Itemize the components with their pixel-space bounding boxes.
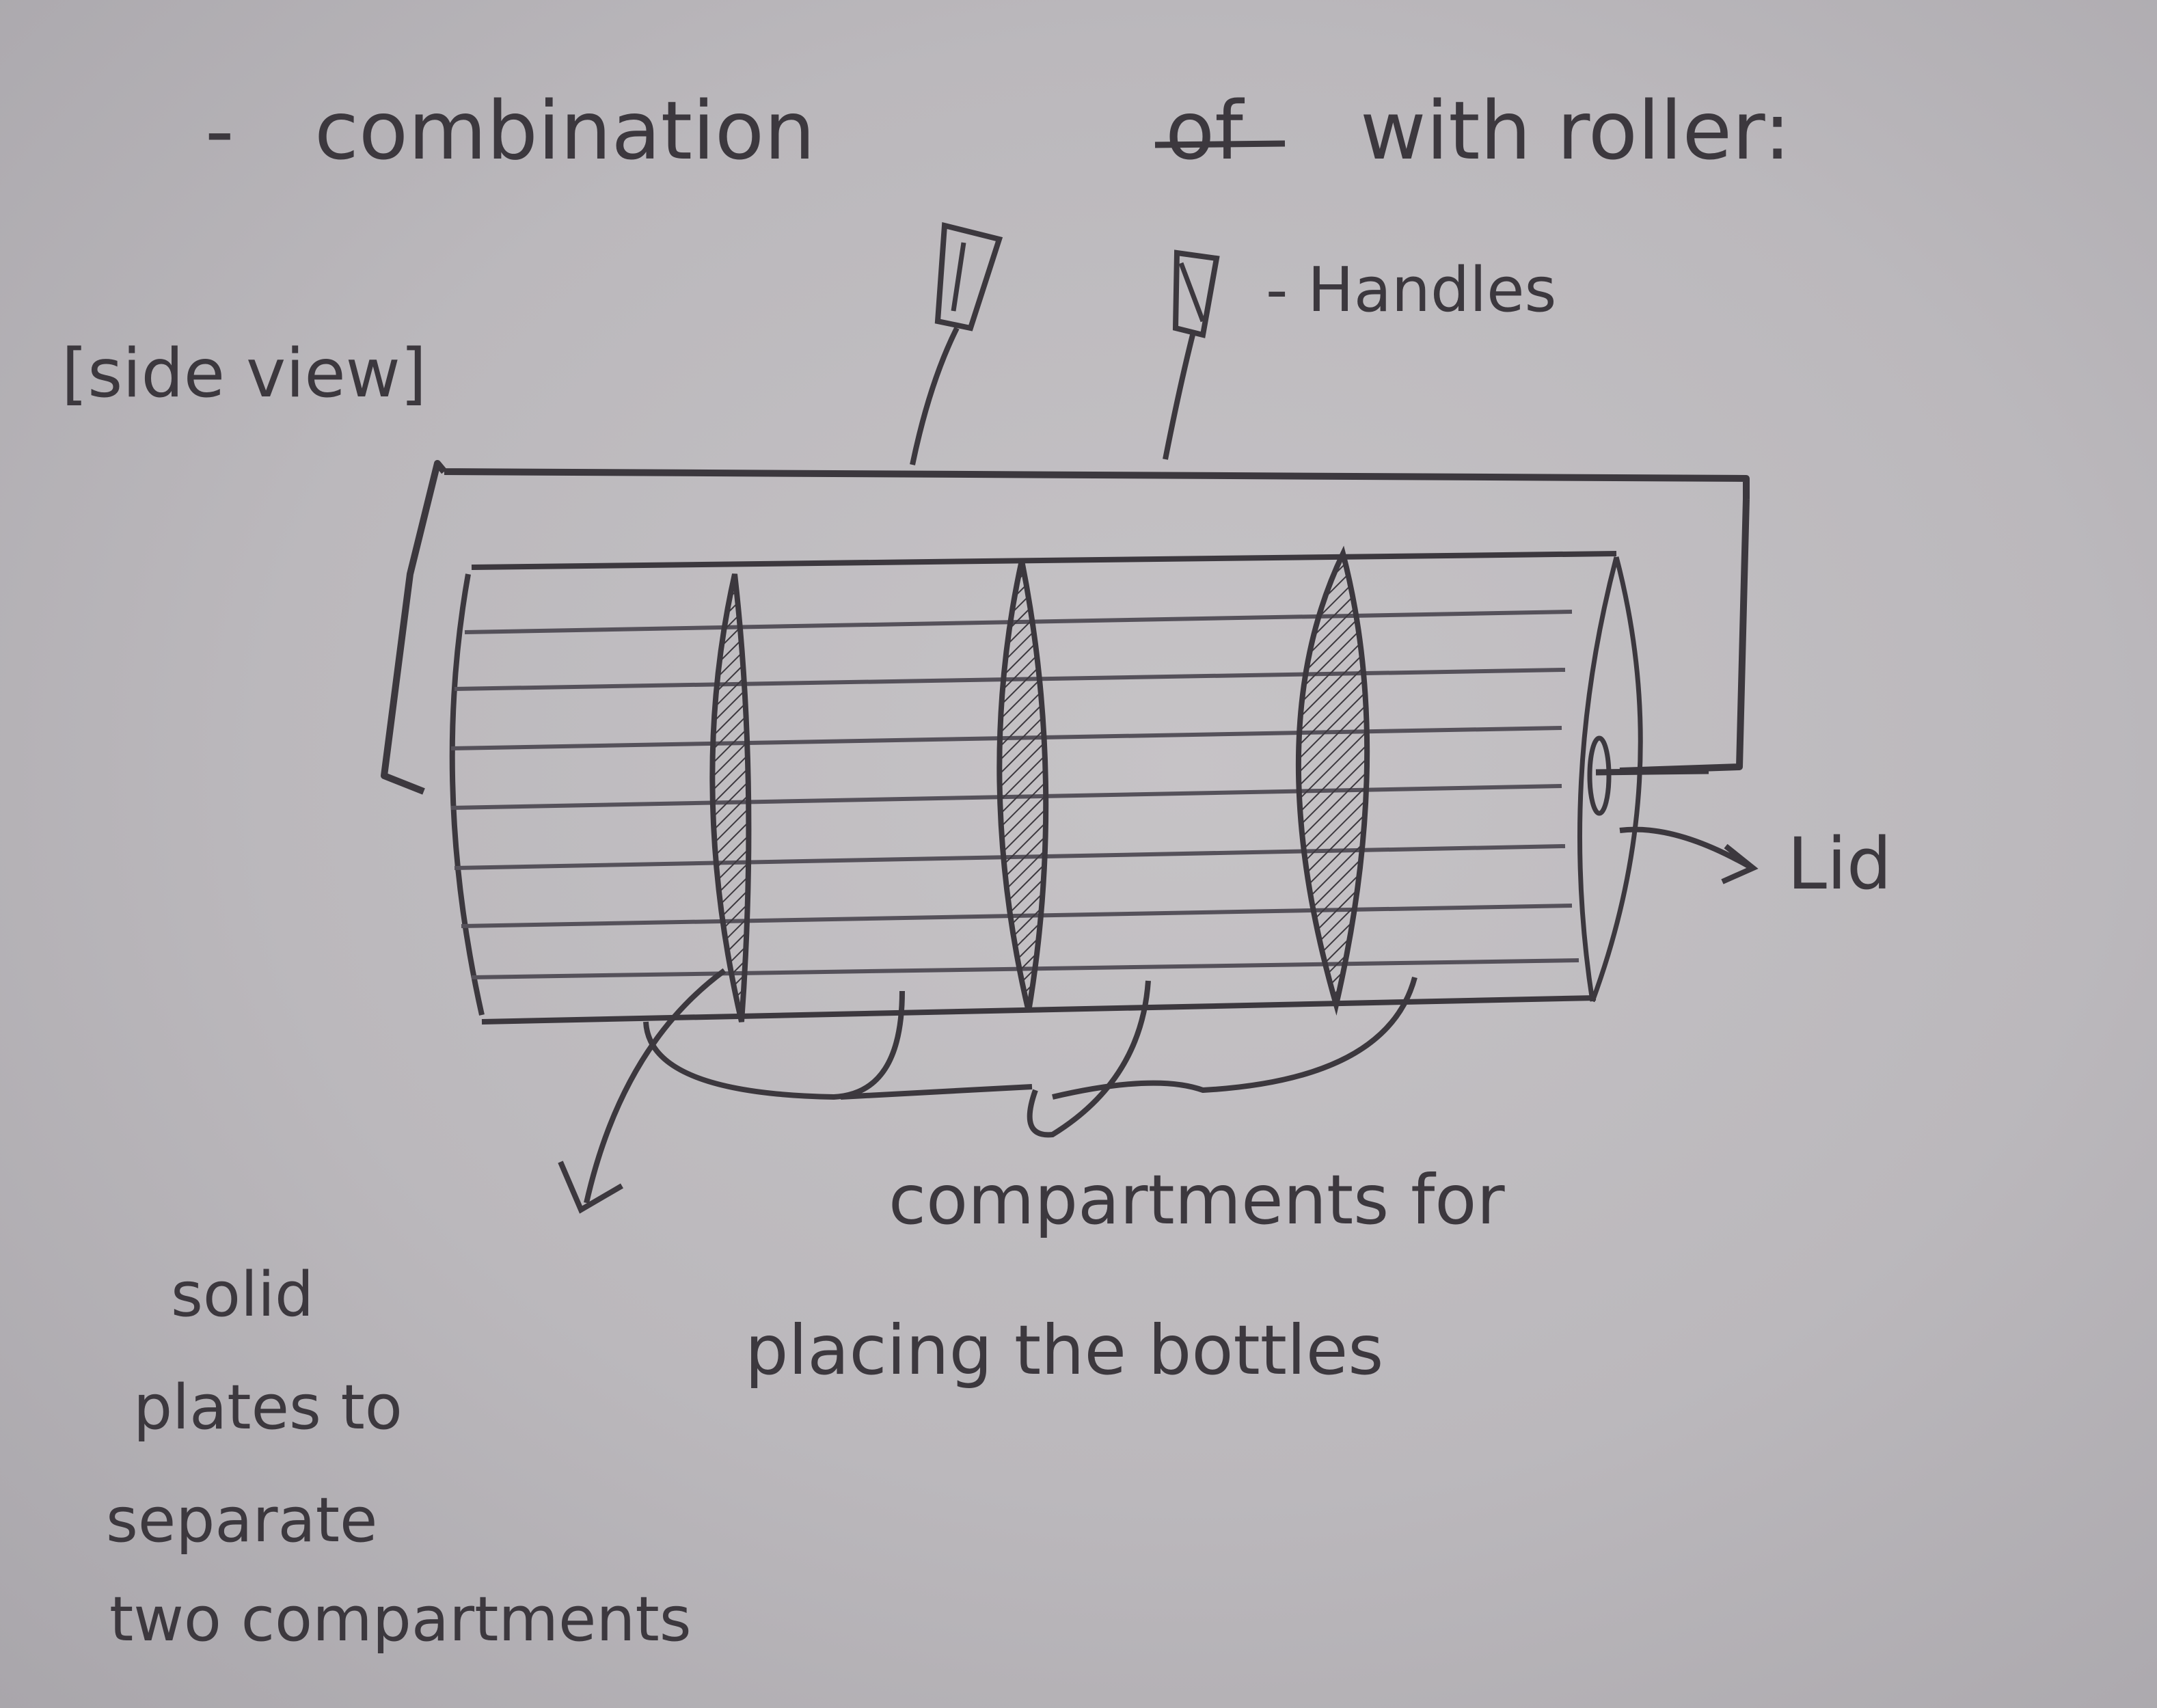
plates-arrow — [558, 968, 727, 1214]
roller-frame — [381, 460, 1750, 795]
separator-plate-1 — [709, 573, 752, 1022]
lid — [1577, 556, 1709, 1003]
solid-plates-label-line1: solid — [171, 1259, 314, 1331]
side-view-label: [side view] — [62, 335, 426, 413]
title-struck-word: of — [1165, 83, 1245, 178]
solid-plates-label-line2: plates to — [133, 1372, 403, 1443]
compartments-label-line1: compartments for — [888, 1160, 1505, 1240]
compartment-braces — [643, 976, 1417, 1138]
title-dash: - — [205, 83, 234, 178]
title-word-combination: combination — [314, 83, 815, 178]
handle-left — [910, 221, 1003, 465]
lid-arrow — [1619, 826, 1759, 884]
title-rest: with roller: — [1360, 83, 1791, 178]
lid-knob — [1587, 735, 1612, 816]
solid-plates-label-line4: two compartments — [109, 1584, 692, 1655]
solid-plates-label-line3: separate — [106, 1485, 377, 1556]
title: - combination of with roller: — [205, 83, 1791, 178]
separator-plate-3 — [1295, 545, 1370, 1006]
compartments-label-line2: placing the bottles — [745, 1310, 1383, 1390]
title-strike-line — [1154, 140, 1286, 148]
handle-right — [1163, 249, 1220, 460]
lid-label: Lid — [1787, 822, 1892, 906]
separator-plate-2 — [996, 560, 1049, 1012]
handles-label: - Handles — [1266, 254, 1556, 326]
